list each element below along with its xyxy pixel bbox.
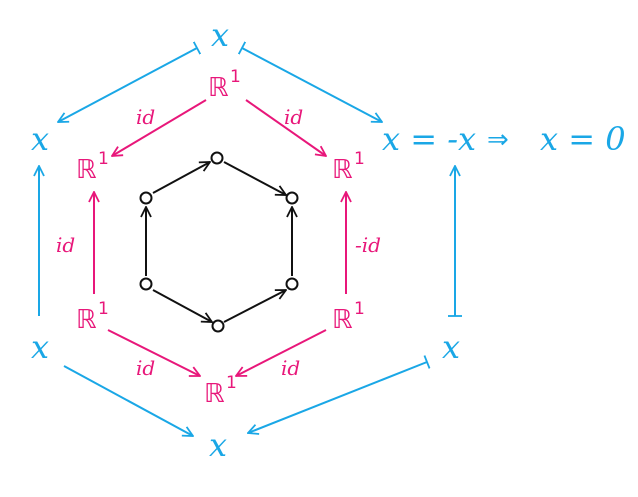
- inner-edge-top-right: [223, 161, 286, 195]
- middle-edge-label-top-right: id: [284, 105, 303, 129]
- middle-node-lower-left: ℝ 1: [76, 299, 109, 335]
- reals-superscript: 1: [354, 149, 365, 169]
- reals-label: ℝ: [332, 155, 353, 185]
- middle-node-top: ℝ 1: [208, 67, 241, 103]
- middle-node-lower-right: ℝ 1: [332, 299, 365, 335]
- reals-label: ℝ: [208, 73, 229, 103]
- outer-node-lower-right: x: [442, 328, 460, 366]
- inner-node-lower-left: [139, 277, 153, 291]
- middle-edge-bottom-left: [107, 329, 200, 376]
- reals-label: ℝ: [76, 155, 97, 185]
- outer-edge-bottom-right: [248, 362, 427, 433]
- reals-label: ℝ: [76, 305, 97, 335]
- outer-edge-top-left: [58, 48, 197, 122]
- inner-node-bottom: [211, 319, 225, 333]
- outer-node-upper-left: x: [31, 120, 49, 158]
- outer-ring: x x x = -x ⇒ x = 0 x x x: [31, 16, 626, 464]
- reals-superscript: 1: [98, 149, 109, 169]
- middle-edge-label-left: id: [56, 233, 75, 257]
- middle-node-upper-left: ℝ 1: [76, 149, 109, 185]
- middle-node-bottom: ℝ 1: [204, 373, 237, 409]
- reals-superscript: 1: [226, 373, 237, 393]
- middle-edge-top-right: [245, 99, 326, 156]
- outer-node-upper-right: x = -x: [382, 120, 476, 158]
- reals-superscript: 1: [98, 299, 109, 319]
- conclusion: x = 0: [540, 120, 626, 158]
- inner-node-lower-right: [285, 277, 299, 291]
- inner-edge-bottom-right: [223, 290, 286, 323]
- middle-node-upper-right: ℝ 1: [332, 149, 365, 185]
- inner-ring: [139, 151, 299, 333]
- middle-ring: ℝ 1 ℝ 1 ℝ 1 ℝ 1 ℝ 1 ℝ 1 id id id -id id …: [56, 67, 381, 409]
- middle-edge-label-top-left: id: [136, 105, 155, 129]
- middle-edge-top-left: [112, 99, 207, 156]
- reals-superscript: 1: [354, 299, 365, 319]
- outer-node-lower-left: x: [31, 328, 49, 366]
- outer-node-top: x: [211, 16, 229, 54]
- outer-edge-bottom-left: [63, 365, 193, 436]
- middle-edge-label-right: -id: [355, 233, 381, 257]
- implies-symbol: ⇒: [487, 125, 509, 155]
- outer-edge-top-right: [242, 48, 382, 122]
- reals-superscript: 1: [230, 67, 241, 87]
- middle-edge-bottom-right: [236, 329, 327, 376]
- outer-node-bottom: x: [209, 426, 227, 464]
- reals-label: ℝ: [332, 305, 353, 335]
- inner-node-upper-left: [139, 191, 153, 205]
- inner-edge-bottom-left: [152, 289, 212, 322]
- middle-edge-label-bottom-left: id: [136, 356, 155, 380]
- inner-node-upper-right: [285, 191, 299, 205]
- middle-edge-label-bottom-right: id: [281, 356, 300, 380]
- inner-edge-top-left: [152, 162, 210, 194]
- reals-label: ℝ: [204, 379, 225, 409]
- inner-node-top: [210, 151, 224, 165]
